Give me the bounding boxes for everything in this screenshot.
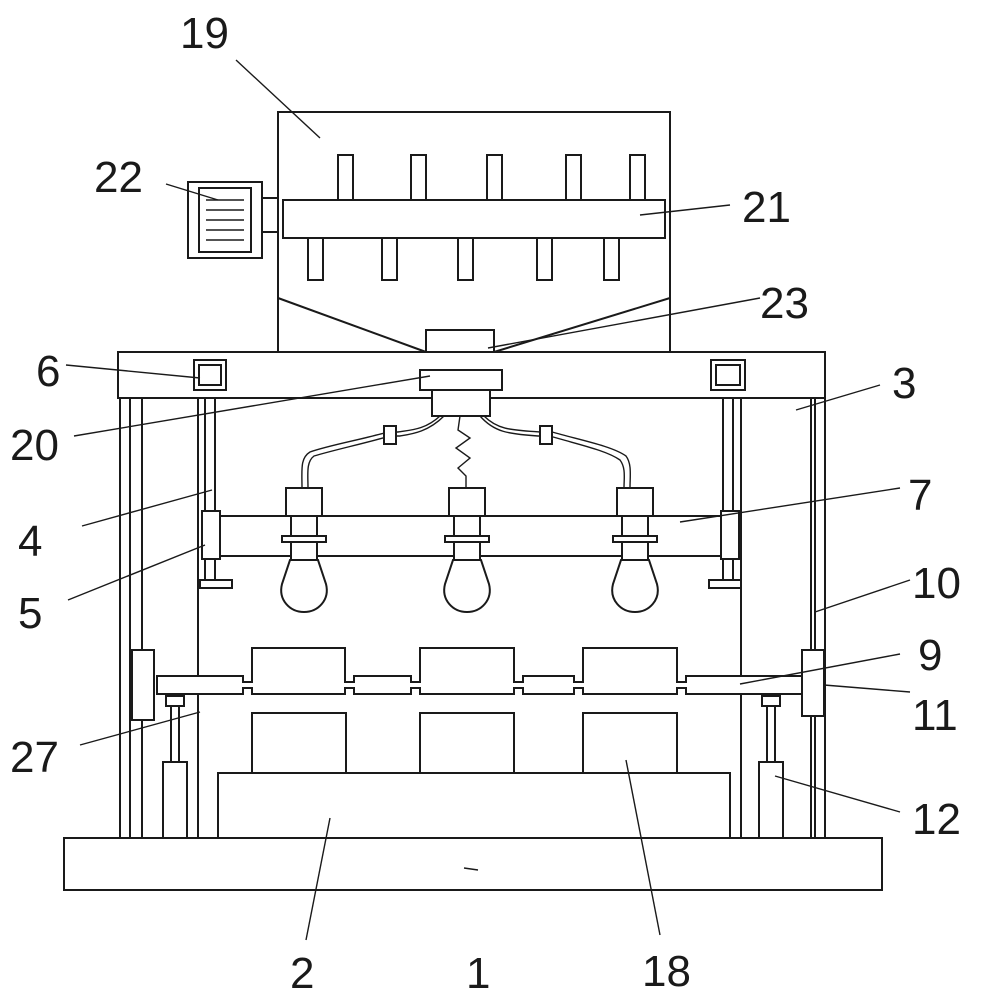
label-1: 1 xyxy=(466,949,490,998)
blade-top-5 xyxy=(629,154,646,201)
side-block-left xyxy=(131,649,155,721)
cylinder-head-left xyxy=(165,695,185,707)
feed-pump-body xyxy=(431,389,491,417)
nozzle-right xyxy=(611,487,659,614)
leader-lines xyxy=(65,59,911,941)
screw-stop-right xyxy=(708,579,742,589)
guide-wall-left xyxy=(119,397,131,839)
cylinder-head-right xyxy=(761,695,781,707)
slider-left xyxy=(201,510,221,560)
support-block xyxy=(217,772,731,839)
blade-bottom-5 xyxy=(603,237,620,281)
hose-center xyxy=(454,415,472,488)
cylinder-left xyxy=(162,761,188,839)
hopper-outlet xyxy=(425,329,495,353)
label-12: 12 xyxy=(912,795,961,844)
stirring-motor xyxy=(187,181,279,259)
label-21: 21 xyxy=(742,183,791,232)
label-5: 5 xyxy=(18,589,42,638)
hose-clamp-right xyxy=(539,425,553,445)
label-10: 10 xyxy=(912,559,961,608)
label-11: 11 xyxy=(912,691,958,740)
label-20: 20 xyxy=(10,421,59,470)
label-23: 23 xyxy=(760,279,809,328)
blade-bottom-2 xyxy=(381,237,398,281)
label-3: 3 xyxy=(892,359,916,408)
blade-bottom-3 xyxy=(457,237,474,281)
blade-bottom-4 xyxy=(536,237,553,281)
label-9: 9 xyxy=(918,631,942,680)
slider-right xyxy=(720,510,740,560)
blade-bottom-1 xyxy=(307,237,324,281)
hose-clamp-left xyxy=(383,425,397,445)
feed-pump-top xyxy=(419,369,503,391)
mold-center xyxy=(419,712,515,774)
hose-left xyxy=(301,415,441,489)
stirring-shaft xyxy=(282,199,666,239)
label-2: 2 xyxy=(290,949,314,998)
blade-top-2 xyxy=(410,154,427,201)
blade-top-1 xyxy=(337,154,354,201)
screw-stop-left xyxy=(199,579,233,589)
blade-top-3 xyxy=(486,154,503,201)
label-4: 4 xyxy=(18,517,42,566)
side-block-right xyxy=(801,649,825,717)
label-6: 6 xyxy=(36,347,60,396)
base-plate xyxy=(63,837,883,891)
label-19: 19 xyxy=(180,9,229,58)
lift-motor-left xyxy=(193,359,227,391)
mold-right xyxy=(582,712,678,774)
hose-right xyxy=(483,415,632,489)
carrier-plate xyxy=(156,647,805,695)
nozzle-center xyxy=(443,487,491,614)
label-27: 27 xyxy=(10,733,59,782)
hopper-funnel-right xyxy=(493,297,671,353)
label-18: 18 xyxy=(642,947,691,996)
hose-right-b xyxy=(479,415,626,489)
hopper-funnel-left xyxy=(277,297,427,353)
piston-rod-left xyxy=(170,705,180,763)
label-22: 22 xyxy=(94,153,143,202)
label-7: 7 xyxy=(908,471,932,520)
mold-left xyxy=(251,712,347,774)
blade-top-4 xyxy=(565,154,582,201)
hose-left-b xyxy=(307,415,445,489)
piston-rod-right xyxy=(766,705,776,763)
cylinder-right xyxy=(758,761,784,839)
lift-motor-right xyxy=(710,359,746,391)
guide-wall-right xyxy=(814,397,826,839)
nozzle-left xyxy=(280,487,328,614)
